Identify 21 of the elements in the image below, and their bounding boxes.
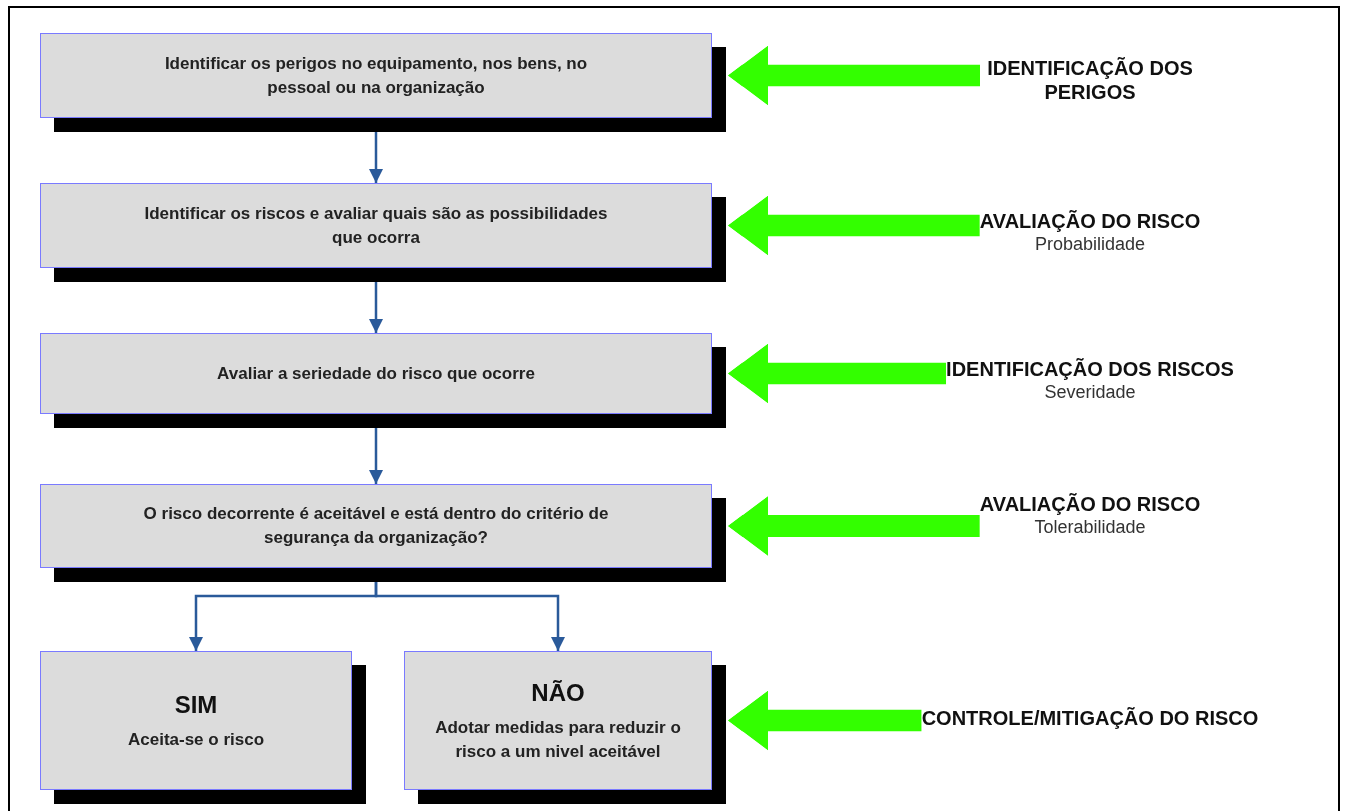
box-heading: NÃO xyxy=(531,677,585,708)
box-heading: SIM xyxy=(174,689,218,720)
box-text: O risco decorrente é aceitável e está dentro do critério de segurança da organização? xyxy=(142,503,610,549)
stage-title: CONTROLE/MITIGAÇÃO DO RISCO xyxy=(921,706,1259,730)
stage-title: IDENTIFICAÇÃO DOS RISCOS xyxy=(946,357,1234,381)
stage-subtitle: Tolerabilidade xyxy=(1034,516,1146,538)
box-text: Avaliar a seriedade do risco que ocorre xyxy=(217,362,535,385)
box-text: Identificar os riscos e avaliar quais são as possibilidades que ocorra xyxy=(143,202,609,249)
block-arrow xyxy=(728,45,980,106)
box-text: Identificar os perigos no equipamento, nos bens, no pessoal ou na organização xyxy=(163,52,589,99)
stage-title: AVALIAÇÃO DO RISCO xyxy=(979,209,1201,233)
block-arrow xyxy=(728,690,922,751)
box-text: Aceita-se o risco xyxy=(127,728,265,751)
box-text: Adotar medidas para reduzir o risco a um nivel aceitável xyxy=(434,716,682,763)
block-arrow xyxy=(728,195,980,256)
block-arrow xyxy=(728,496,980,556)
stage-title: AVALIAÇÃO DO RISCO xyxy=(979,492,1201,516)
stage-subtitle: Probabilidade xyxy=(1034,233,1146,255)
stage-title: IDENTIFICAÇÃO DOS PERIGOS xyxy=(986,56,1194,104)
stage-subtitle: Severidade xyxy=(1044,381,1136,403)
block-arrow xyxy=(728,343,947,404)
